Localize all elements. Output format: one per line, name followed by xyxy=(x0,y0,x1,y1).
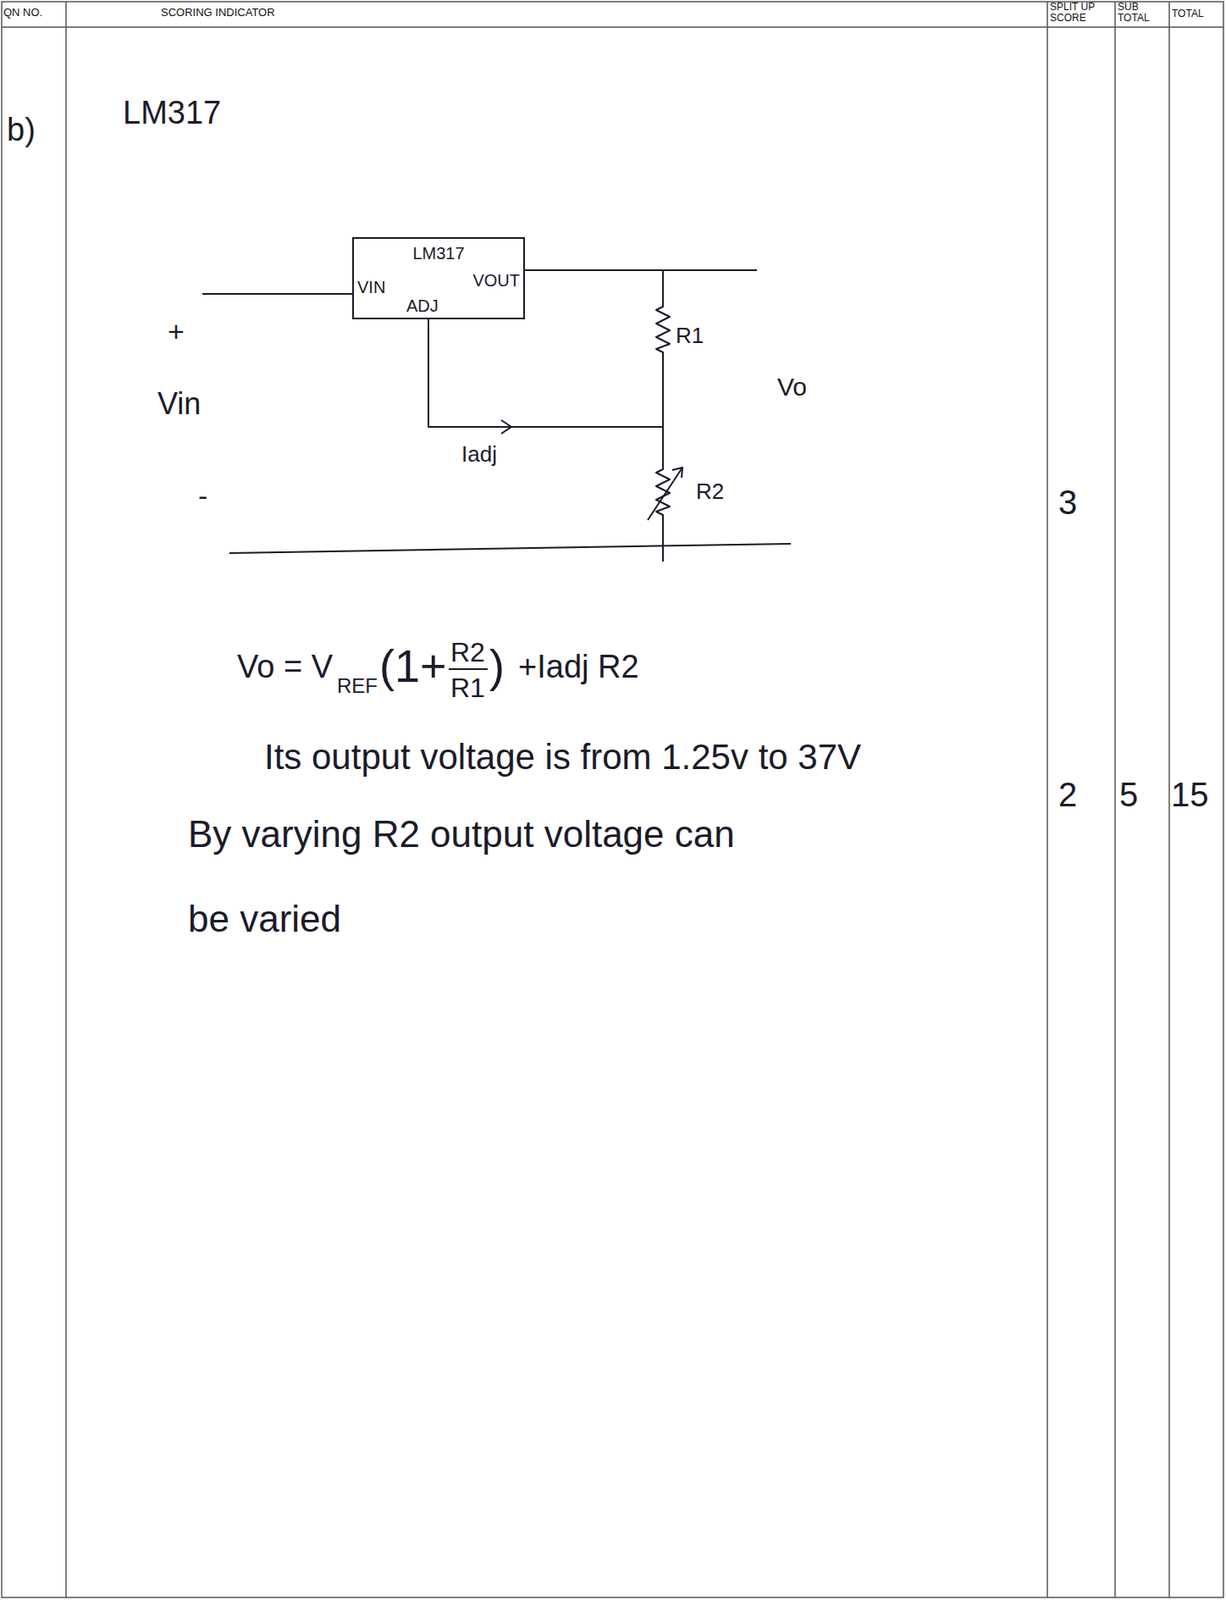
handwritten-label: Vo xyxy=(777,372,807,403)
variable-arrow xyxy=(647,467,683,520)
handwritten-label: R2 xyxy=(450,636,486,669)
header-cell: SPLIT UP SCORE xyxy=(1049,1,1113,24)
handwritten-label: - xyxy=(198,479,208,513)
handwritten-label: 2 xyxy=(1058,774,1077,814)
header-cell: TOTAL xyxy=(1171,8,1204,21)
handwritten-label: + xyxy=(167,314,185,348)
column-rule xyxy=(65,1,67,1597)
header-rule xyxy=(1,26,1224,28)
column-rule xyxy=(1046,1,1049,1597)
pin-name: VIN xyxy=(357,277,386,298)
header-cell: SUB TOTAL xyxy=(1117,1,1167,24)
pin-name: VOUT xyxy=(472,270,520,291)
column-rule xyxy=(1168,1,1171,1597)
handwritten-label: Vo = V xyxy=(237,648,333,686)
variable-arrow-head xyxy=(672,467,683,478)
handwritten-label: (1+ xyxy=(379,639,448,692)
handwritten-label: R2 xyxy=(695,479,724,505)
circuit-wires xyxy=(202,270,791,669)
header-cell: SCORING INDICATOR xyxy=(160,6,276,20)
handwritten-label: 5 xyxy=(1119,774,1138,814)
column-rule xyxy=(1114,1,1116,1597)
handwritten-label: Vin xyxy=(157,386,201,421)
handwritten-label: 3 xyxy=(1058,482,1077,522)
handwritten-label: By varying R2 output voltage can be vari… xyxy=(187,791,764,961)
pin-name: ADJ xyxy=(406,296,439,316)
regulator-box: LM317VIN VOUT ADJ xyxy=(352,237,525,320)
handwritten-label: +Iadj R2 xyxy=(518,648,640,686)
handwritten-label: LM317 xyxy=(122,94,221,133)
variable-resistor-symbol xyxy=(656,426,670,562)
chip-name: LM317 xyxy=(412,243,464,264)
handwritten-label: Its output voltage is from 1.25v to 37V xyxy=(264,736,862,778)
handwritten-label: b) xyxy=(6,111,36,150)
header-cell: QN NO. xyxy=(3,6,43,20)
current-arrow xyxy=(501,419,512,434)
output-wire xyxy=(524,269,757,271)
ground-wire xyxy=(229,543,791,553)
handwritten-label: R1 xyxy=(675,323,704,349)
adj-wire xyxy=(428,318,663,427)
handwritten-label: R1 xyxy=(450,672,486,704)
input-wire xyxy=(202,292,353,295)
fraction-bar xyxy=(448,668,488,670)
handwritten-label: 15 xyxy=(1170,774,1210,814)
resistor-symbol xyxy=(656,270,670,427)
handwritten-label: Iadj xyxy=(461,441,498,468)
handwritten-label: ) xyxy=(489,639,505,692)
handwritten-label: REF xyxy=(336,673,378,698)
